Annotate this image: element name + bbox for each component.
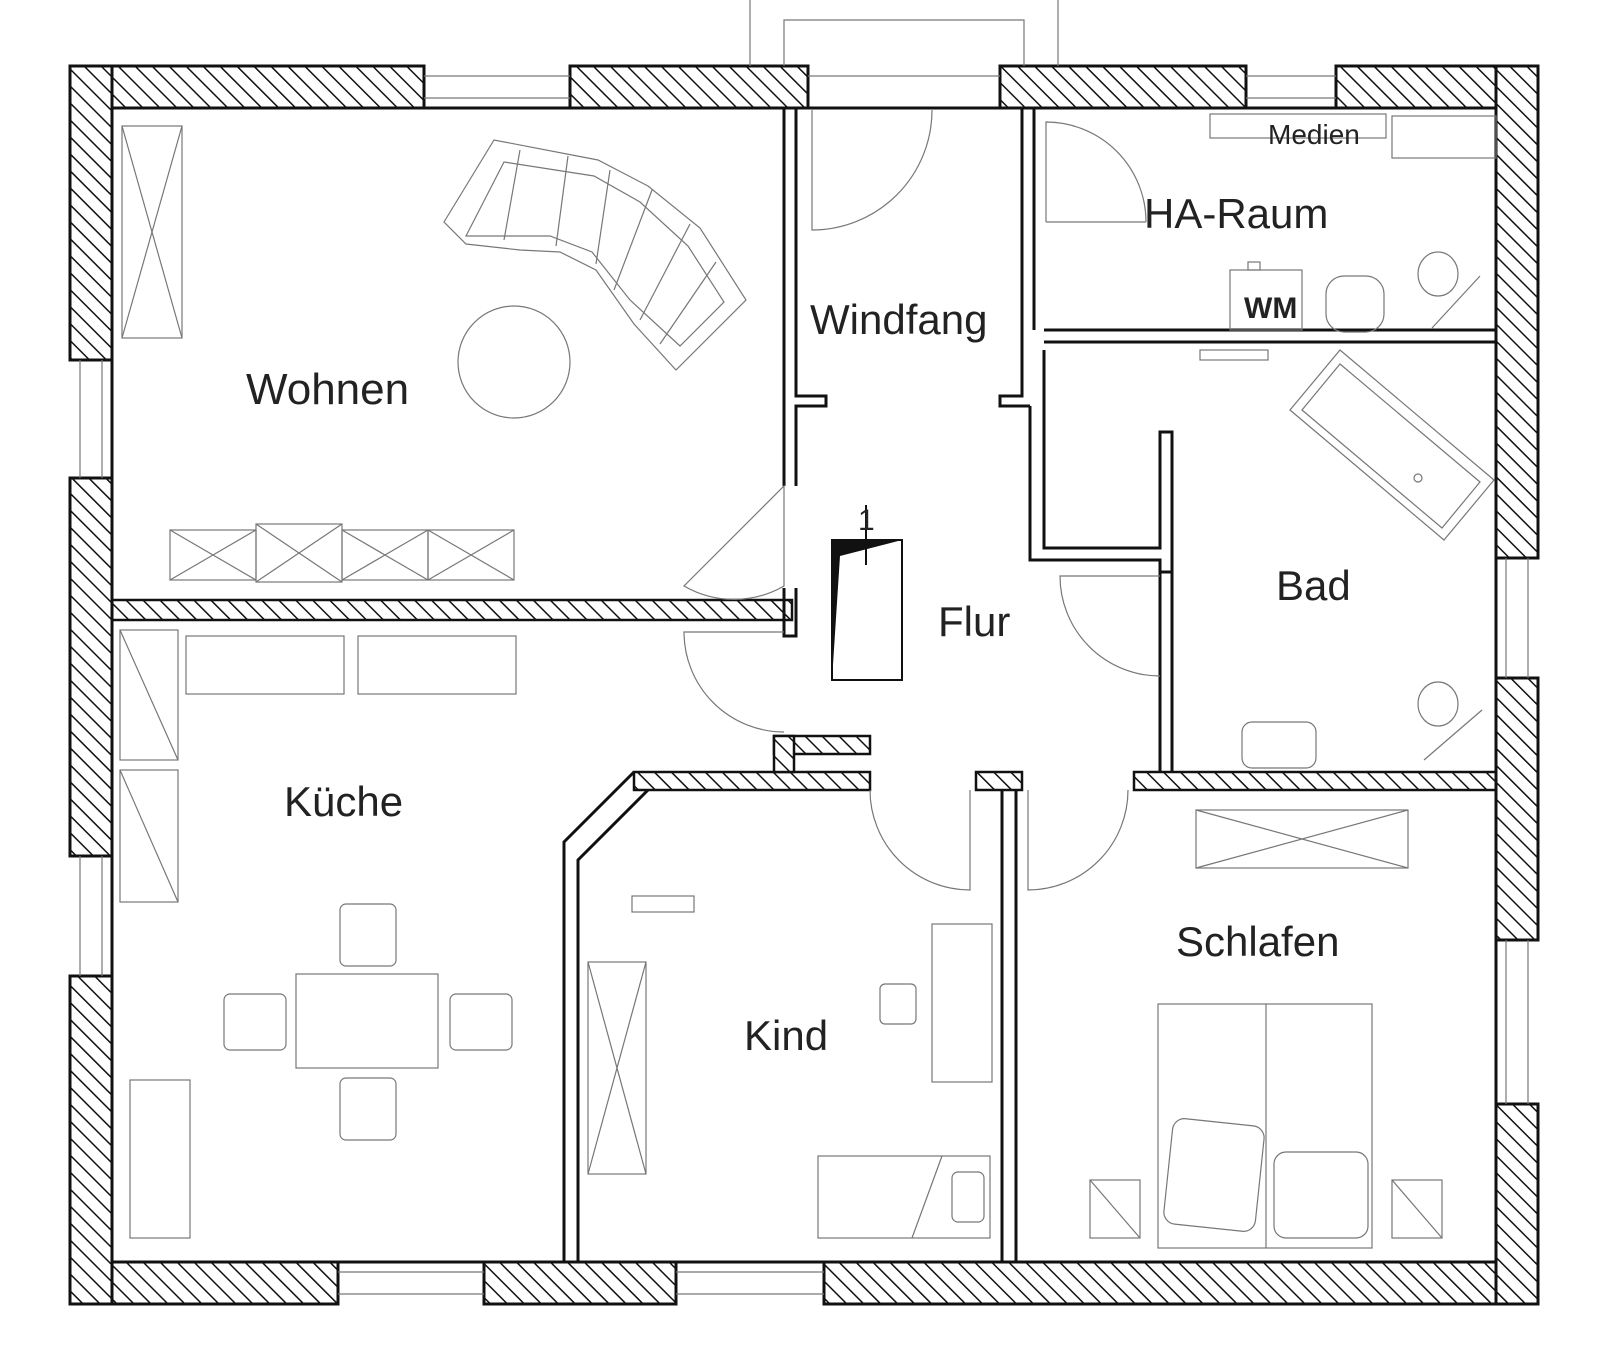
- entrance-canopy: [749, 0, 1059, 77]
- room-label-windfang: Windfang: [810, 296, 987, 343]
- room-labels: Wohnen Windfang HA-Raum Medien Flur Bad …: [246, 119, 1360, 1059]
- room-label-medien: Medien: [1268, 119, 1360, 150]
- room-label-flur: Flur: [938, 598, 1010, 645]
- dining-table: [295, 973, 439, 1069]
- kind-furniture: [587, 895, 993, 1239]
- stair: 1: [831, 504, 903, 681]
- wohnen-furniture: [121, 125, 747, 583]
- doors: [683, 109, 1161, 891]
- double-bed: [1157, 1003, 1373, 1249]
- room-label-kind: Kind: [744, 1012, 828, 1059]
- room-label-wohnen: Wohnen: [246, 365, 409, 414]
- windows: [79, 75, 1529, 1295]
- interior-walls: [110, 598, 1498, 792]
- room-label-bad: Bad: [1276, 562, 1351, 609]
- round-table: [457, 305, 571, 419]
- room-label-schlafen: Schlafen: [1176, 918, 1339, 965]
- appliance-label-wm: WM: [1244, 292, 1297, 325]
- partition-walls: [110, 106, 1498, 1264]
- ha-raum-furniture: [1209, 113, 1497, 333]
- kueche-furniture: [119, 629, 517, 1239]
- bad-furniture: [1199, 349, 1495, 769]
- stair-marker: 1: [858, 504, 875, 537]
- corner-sofa: [443, 139, 747, 371]
- exterior-walls: [68, 64, 1540, 1306]
- schlafen-furniture: [1089, 809, 1443, 1249]
- room-label-ha-raum: HA-Raum: [1144, 190, 1328, 237]
- room-label-kueche: Küche: [284, 778, 403, 825]
